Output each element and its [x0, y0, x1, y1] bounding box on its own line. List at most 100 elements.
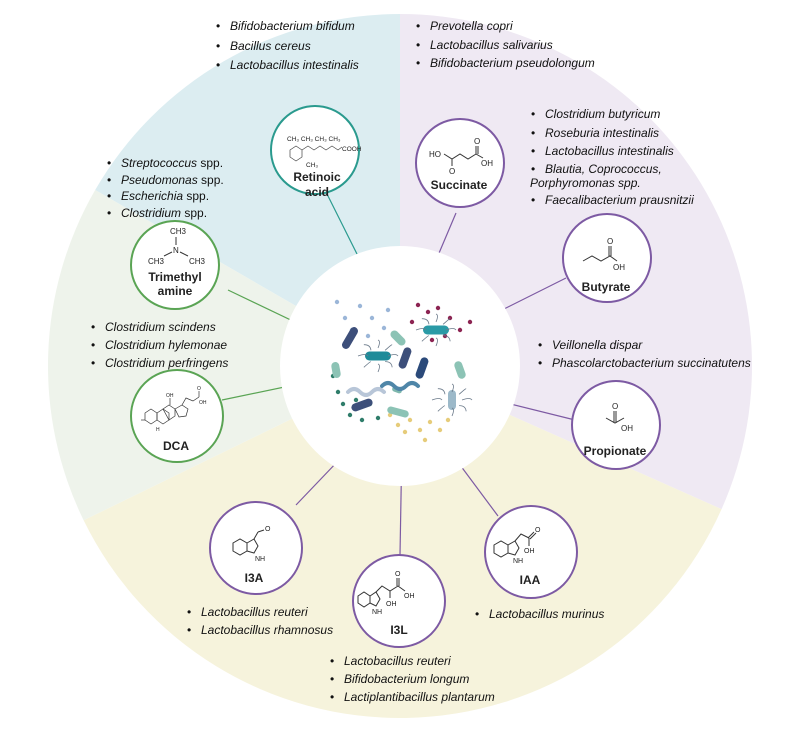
retinoic-formula-cooh: COOH [342, 146, 362, 153]
retinoic-acid-structure-icon [289, 145, 343, 162]
flagellum [384, 344, 393, 351]
bacteria-dot [357, 303, 363, 309]
i3l-o: O [395, 571, 401, 578]
dca-h: H [156, 427, 160, 433]
iaa-species-list: Lactobacillus murinus [474, 606, 604, 624]
i3a-nh: NH [255, 556, 265, 563]
node-succinate[interactable]: HO O OH O Succinate [415, 118, 505, 208]
flagellum [445, 328, 457, 331]
flagellum [435, 313, 438, 323]
bacteria-dot [427, 419, 433, 425]
spp-suffix: spp. [197, 156, 224, 170]
i3l-nh: NH [372, 609, 382, 616]
spirochete [380, 381, 420, 391]
propionate-oh: OH [621, 424, 633, 433]
tma-n: N [173, 246, 179, 255]
flagellum [357, 354, 369, 357]
species-item: Bacillus cereus [215, 38, 359, 56]
species-item: Bifidobacterium longum [329, 670, 495, 688]
dca-oh: OH [199, 400, 207, 406]
butyrate-o: O [607, 237, 613, 246]
bacteria-dot [340, 401, 346, 407]
i3l-species-list: Lactobacillus reuteri Bifidobacterium lo… [329, 652, 495, 706]
node-ring [270, 105, 360, 195]
bacteria-dot [335, 389, 341, 395]
i3a-label: I3A [245, 571, 264, 585]
bacteria-dot [435, 305, 441, 311]
species-item: Lactobacillus salivarius [415, 37, 595, 55]
node-trimethylamine[interactable]: CH3 N CH3 CH3 Trimethyl amine [130, 220, 220, 310]
node-ring [352, 554, 446, 648]
bacteria-dot [347, 412, 353, 418]
species-item: Clostridium spp. [106, 205, 224, 222]
iaa-oh: OH [524, 548, 535, 555]
node-ring [130, 220, 220, 310]
species-item: Veillonella dispar [537, 336, 751, 354]
flagellum [442, 318, 451, 325]
bacteria-dot [387, 412, 393, 418]
flagellum [385, 361, 393, 368]
retinoic-label-line2: acid [305, 185, 329, 199]
succinate-o-bottom: O [449, 167, 455, 176]
retinoic-formula-bottom: CH₃ [306, 162, 318, 169]
genus: Clostridium [121, 205, 182, 220]
propionate-structure-icon [605, 411, 625, 424]
node-propionate[interactable]: O OH Propionate [571, 380, 661, 470]
genus: Streptococcus [121, 156, 198, 170]
bacteria-dot [422, 437, 428, 443]
node-retinoic-acid[interactable]: CH₃ CH₃ CH₃ CH₃ COOH CH₃ Retinoic acid [270, 105, 362, 199]
flagellum [437, 388, 446, 395]
species-item: Bifidobacterium pseudolongum [415, 55, 595, 73]
spp-suffix: spp. [181, 205, 208, 220]
bacteria-dot [369, 315, 375, 321]
species-line2: Porphyromonas spp. [530, 175, 641, 190]
node-ring [484, 505, 578, 599]
node-i3l[interactable]: O OH OH NH I3L [352, 554, 446, 648]
bacteria-dot [334, 299, 340, 305]
retinoic-formula-top: CH₃ CH₃ CH₃ CH₃ [287, 136, 341, 143]
node-dca[interactable]: OH O OH H DCA [130, 369, 224, 463]
bacteria-dot [429, 337, 435, 343]
species-item: Lactobacillus reuteri [329, 652, 495, 670]
species-item: Lactobacillus reuteri [186, 603, 333, 621]
node-butyrate[interactable]: O OH Butyrate [562, 213, 652, 303]
succinate-ho: HO [429, 150, 441, 159]
bacterium-rod [448, 390, 456, 410]
iaa-label: IAA [520, 573, 541, 587]
node-i3a[interactable]: O NH I3A [209, 501, 303, 595]
flagellum [461, 398, 473, 401]
flagellum [421, 335, 430, 342]
species-item: Faecalibacterium prausnitzii [530, 192, 694, 210]
bacteria-dot [437, 427, 443, 433]
bacterium-rod [398, 347, 412, 369]
spp-suffix: spp. [183, 189, 210, 203]
succinate-oh: OH [481, 159, 493, 168]
iaa-nh: NH [513, 558, 523, 565]
species-item: Clostridium hylemonae [90, 336, 228, 354]
bacteria-dot [445, 417, 451, 423]
iaa-structure-icon [493, 531, 537, 558]
i3l-label: I3L [390, 623, 407, 637]
node-iaa[interactable]: O OH NH IAA [484, 505, 578, 599]
succinate-o-top: O [474, 137, 480, 146]
species-item: Clostridium scindens [90, 318, 228, 336]
dca-structure-icon [141, 391, 200, 425]
bacterium-rod [387, 406, 409, 418]
trimethylamine-structure-icon [163, 237, 189, 257]
bacterium-rod [454, 361, 466, 379]
tma-label-line2: amine [158, 284, 193, 298]
i3l-oh-acid: OH [404, 593, 415, 600]
genus: Escherichia [121, 189, 184, 203]
propionate-o: O [612, 402, 618, 411]
gut-bacteria-illustration [330, 299, 473, 443]
bacterium-rod [365, 351, 391, 361]
bacteria-dot [381, 325, 387, 331]
i3l-structure-icon [357, 578, 406, 608]
node-ring [209, 501, 303, 595]
bacteria-dot [395, 422, 401, 428]
tma-ch3-left: CH3 [148, 257, 165, 266]
bacteria-dot [417, 427, 423, 433]
bacteria-dot [365, 333, 371, 339]
succinate-label: Succinate [431, 178, 488, 192]
bacteria-dot [353, 397, 359, 403]
